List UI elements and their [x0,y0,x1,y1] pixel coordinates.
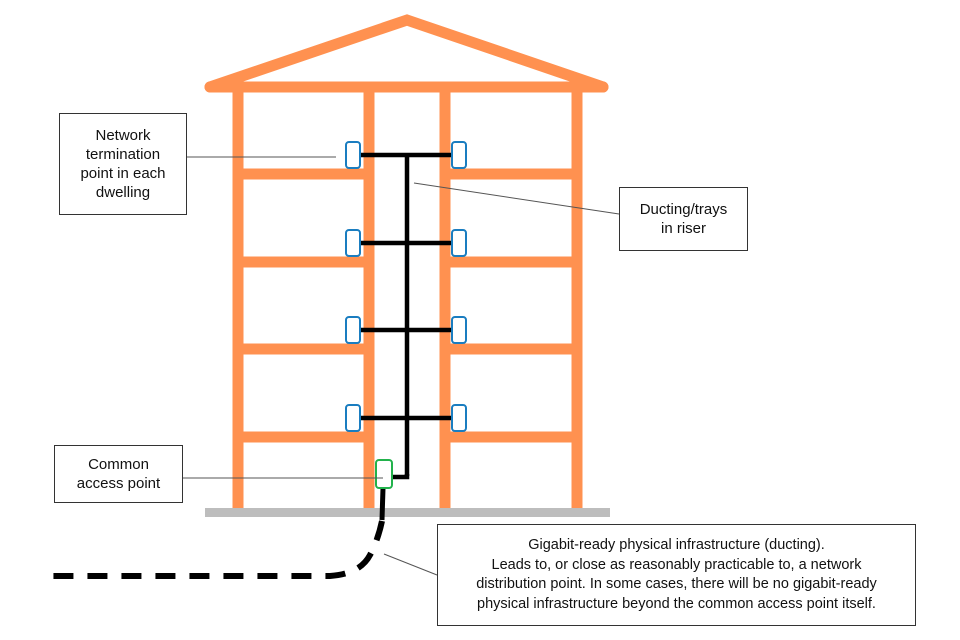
leader-riser [413,182,620,215]
floor-slabs [238,168,577,443]
leader-lines [183,156,620,576]
ntp-icon [345,141,361,169]
ntp-icon [451,404,467,432]
building-frame [204,14,609,508]
callout-riser-ducting: Ducting/trays in riser [619,187,748,251]
ntp-icon [451,141,467,169]
roof [204,14,609,93]
callout-common-access-point: Common access point [54,445,183,503]
riser-ducting [360,152,452,521]
ground-slab [205,508,610,517]
callout-gigabit-infrastructure: Gigabit-ready physical infrastructure (d… [437,524,916,626]
riser-to-cap [392,474,410,480]
leader-gigabit [383,553,438,576]
callout-network-termination-point: Network termination point in each dwelli… [59,113,187,215]
network-termination-points [345,141,467,432]
external-duct-dashed [40,520,385,579]
ntp-icon [451,316,467,344]
ntp-icon [345,316,361,344]
ntp-icon [451,229,467,257]
ntp-icon [345,229,361,257]
common-access-point-icon [375,459,393,489]
cap-to-ground [379,487,386,521]
ntp-icon [345,404,361,432]
